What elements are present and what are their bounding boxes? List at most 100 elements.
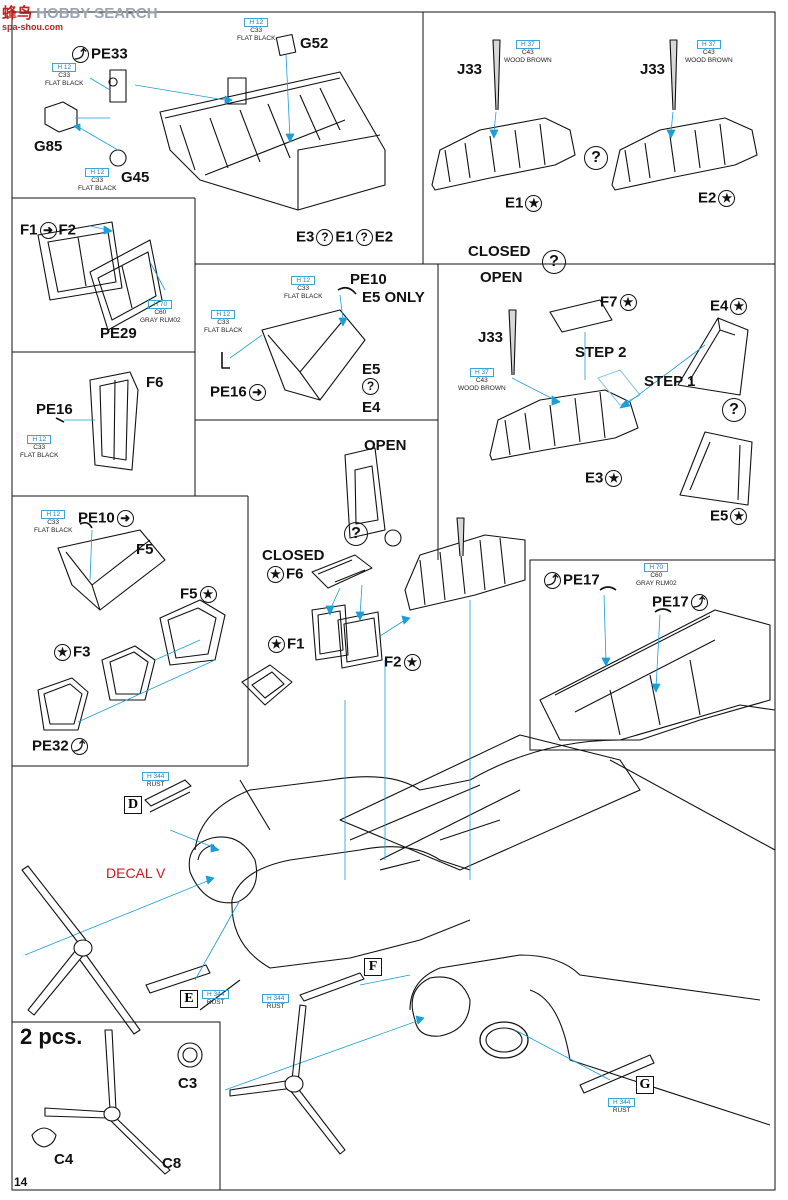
label-e3-step: E3★ — [585, 470, 624, 487]
bend-up-icon: ⤴ — [72, 46, 89, 63]
label-e3: E3 — [296, 228, 315, 246]
label-f1-f2: F1➜F2 — [20, 222, 76, 239]
panel-central-canopy-drawing — [241, 447, 526, 706]
label-e4-step: E4★ — [710, 298, 749, 315]
label-pe10-f5-text: PE10 — [78, 509, 115, 527]
question-icon: ? — [355, 229, 373, 246]
panel9-callouts — [601, 594, 661, 693]
star-icon: ★ — [730, 508, 748, 525]
label-f6-center: ★F6 — [265, 566, 304, 583]
color-name: RUST — [146, 781, 165, 789]
label-pe10-f5: PE10➜ — [78, 510, 136, 527]
label-e4: E4 — [362, 399, 381, 416]
star-icon: ★ — [403, 654, 421, 671]
main-airframe-drawing — [188, 704, 776, 1126]
label-e1-canopy: E1★ — [505, 195, 544, 212]
star-icon: ★ — [619, 294, 637, 311]
label-pe29: PE29 — [100, 325, 137, 342]
label-f1-center-text: F1 — [287, 635, 305, 653]
ccode: C33 — [250, 27, 263, 35]
label-e1-text: E1 — [505, 194, 524, 212]
label-pe10: PE10 — [350, 271, 387, 288]
cockpit-tub-drawing — [44, 33, 386, 211]
ccode: C43 — [521, 49, 534, 57]
label-f6-center-text: F6 — [286, 565, 304, 583]
question-icon: ? — [342, 522, 370, 546]
hcode: H 344 — [262, 994, 290, 1004]
panel1-callouts — [73, 54, 295, 151]
panel4-callouts — [229, 294, 348, 359]
watermark-brand-cn: 蜂鸟 — [2, 5, 33, 22]
label-step1: STEP 1 — [644, 373, 696, 390]
label-c4: C4 — [54, 1151, 74, 1168]
label-c8: C8 — [162, 1155, 182, 1172]
color-name: GRAY RLM02 — [636, 579, 677, 587]
panel-f1-f2-drawing — [37, 221, 163, 331]
question-icon: ? — [360, 378, 381, 395]
hcode: H 12 — [85, 168, 110, 178]
label-open-center: OPEN — [364, 437, 407, 454]
hcode: H 12 — [27, 435, 52, 445]
question-icon: ? — [316, 229, 334, 246]
color-name: RUST — [206, 999, 225, 1007]
label-quantity: 2 pcs. — [20, 1024, 83, 1049]
bend-icon: ➜ — [39, 222, 57, 239]
label-pe16-text: PE16 — [210, 383, 247, 401]
label-e4-text: E4 — [710, 297, 729, 315]
color-name: FLAT BLACK — [284, 292, 323, 300]
label-pe16-f6: PE16 — [36, 401, 73, 418]
label-j33-step: J33 — [478, 329, 504, 346]
hcode: H 12 — [211, 310, 236, 320]
ccode: C43 — [475, 377, 488, 385]
panel-f5-f3-drawing — [37, 521, 226, 731]
ccode: C60 — [650, 572, 663, 580]
label-e3-e1-e2: E3?E1?E2 — [296, 229, 393, 246]
label-j33-left: J33 — [457, 61, 483, 78]
color-name: FLAT BLACK — [20, 451, 59, 459]
hcode: H 344 — [608, 1098, 636, 1108]
panel-borders — [11, 11, 776, 1191]
hcode: H 70 — [148, 300, 173, 310]
color-name: FLAT BLACK — [45, 79, 84, 87]
label-pe17-left-text: PE17 — [563, 571, 600, 589]
label-f6: F6 — [146, 374, 164, 391]
exhaust-parts-drawing — [144, 779, 655, 1094]
hcode: H 37 — [515, 40, 540, 50]
ccode: C33 — [91, 177, 104, 185]
panel2-callouts — [489, 111, 676, 139]
hcode: H 344 — [202, 990, 230, 1000]
label-e5-step: E5★ — [710, 508, 749, 525]
color-name: RUST — [266, 1003, 285, 1011]
star-icon: ★ — [267, 566, 284, 583]
label-pe17-left: ⤴PE17 — [542, 572, 600, 589]
label-pe17-right-text: PE17 — [652, 593, 689, 611]
label-f5-right-text: F5 — [180, 585, 198, 603]
panel7-callouts — [325, 584, 411, 637]
bend-icon: ➜ — [248, 384, 266, 401]
panel-interior-drawing — [539, 586, 771, 741]
ccode: C33 — [217, 319, 230, 327]
label-pe32-text: PE32 — [32, 737, 69, 755]
hcode: H 37 — [469, 368, 494, 378]
label-e5: E5 — [362, 361, 381, 378]
label-closed: CLOSED — [468, 243, 531, 260]
label-j33-right: J33 — [640, 61, 666, 78]
hcode: H 344 — [142, 772, 170, 782]
label-closed-center: CLOSED — [262, 547, 325, 564]
propeller-drawing — [21, 865, 346, 1175]
panel3-callouts — [89, 225, 166, 291]
label-e3-text: E3 — [585, 469, 604, 487]
hcode: H 37 — [696, 40, 721, 50]
